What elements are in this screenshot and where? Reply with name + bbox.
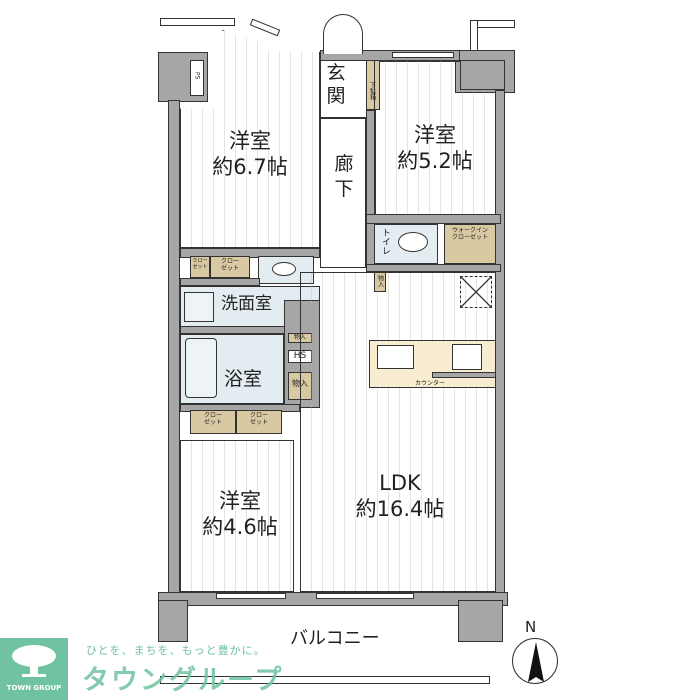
closet-sw-2[interactable] [236,410,282,434]
storage-small-label: 物入 [293,334,306,341]
ldk-label: LDK 約16.4帖 [355,471,445,522]
tree-icon [12,645,56,677]
washer-icon [184,292,214,322]
rail-nw [160,18,235,26]
brand-tagline: ひとを、まちを、もっと豊かに。 [86,644,266,657]
compass-label: N [525,618,537,636]
closet-nw-2[interactable] [210,256,250,278]
closet-nw-1[interactable] [190,256,210,278]
counter-label: カウンター [414,380,445,387]
bathtub-icon [185,338,217,398]
wall-ne-south [366,214,501,224]
kitchen-sink-icon [377,345,414,369]
balcony-rail [160,676,490,684]
range-hood-icon [460,276,492,308]
bathroom-label: 浴室 [224,368,263,390]
rail-ne-post [470,20,478,53]
wall-nw-south [180,248,320,258]
entrance[interactable] [320,60,368,118]
brand-logo: TOWN GROUP [0,638,68,700]
toilet-label: トイレ [379,228,390,255]
counter-wall [432,372,496,378]
pillar-se [458,600,503,642]
washroom-label: 洗面室 [221,294,272,314]
storage-toilet-label: 物入 [376,275,384,287]
ldk[interactable] [300,272,496,592]
bedroom-ne-label: 洋室 約5.2帖 [397,123,473,174]
bedroom-nw-label: 洋室 約6.7帖 [212,129,288,180]
brand-company: TOWN GROUP [6,684,62,692]
toilet-bowl-icon [398,232,428,252]
sink-icon [272,262,296,276]
wall-east [495,90,505,600]
shoe-box[interactable] [366,60,380,110]
pillar-ne-inner [460,60,505,90]
window-nw [249,18,281,37]
entrance-label: 玄関 [326,62,346,107]
window-sw [216,593,286,599]
brand-name: タウングループ [82,665,284,696]
bedroom-sw[interactable] [180,440,294,592]
balcony-label: バルコニー [290,628,380,649]
bedroom-sw-label: 洋室 約4.6帖 [202,489,278,540]
window-ne [392,52,454,58]
walk-in-closet[interactable] [444,224,496,264]
closet-nw-1-label: クロー ゼット [192,258,208,270]
ps-box [190,60,204,96]
compass-icon [512,638,558,684]
shoe-box-label: 下駄箱 [368,82,376,100]
window-ldk [316,593,414,599]
closet-sw-1-label: クロー ゼット [203,412,222,426]
wall-wash-mid [180,278,260,286]
closet-sw-2-label: クロー ゼット [249,412,268,426]
entrance-door[interactable] [323,14,363,54]
stove-icon [452,344,482,370]
ps-label: PS [193,72,201,80]
walk-in-closet-label: ウォークイン クローゼット [451,227,488,241]
pillar-sw [158,600,188,642]
hallway-label: 廊下 [334,153,354,200]
north-arrow-icon [528,642,544,682]
closet-nw-2-label: クロー ゼット [220,258,239,272]
wall-toilet-south [366,264,501,272]
hallway[interactable] [320,118,366,268]
closet-sw-1[interactable] [190,410,236,434]
wall-west [168,100,180,600]
hot-water-label: HS [293,351,307,361]
